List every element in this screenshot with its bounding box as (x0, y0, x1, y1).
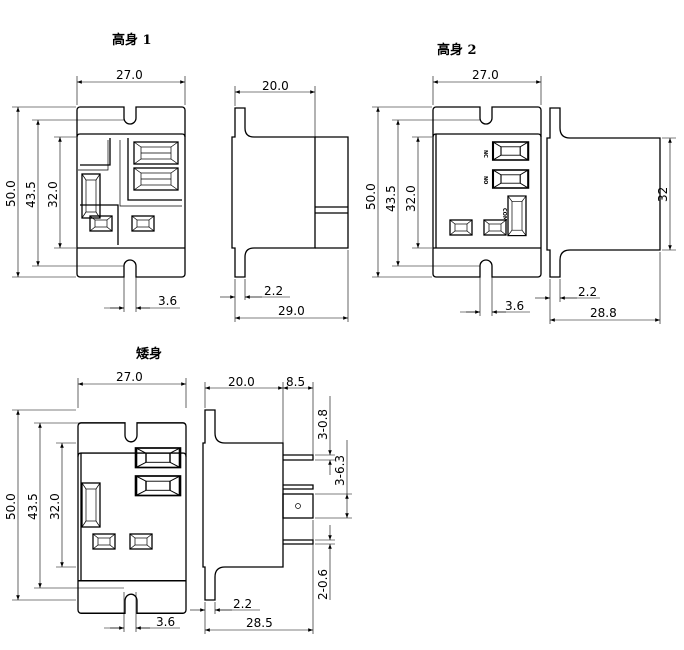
terminal-label-no: NO (482, 176, 488, 184)
short-terminals (81, 446, 182, 550)
svg-text:2.2: 2.2 (264, 284, 283, 298)
svg-text:43.5: 43.5 (24, 181, 38, 208)
tall1-front-view (76, 106, 186, 278)
svg-text:3.6: 3.6 (158, 294, 177, 308)
tall1-dimensions: 27.0 50.0 43.5 32.0 3.6 (4, 68, 186, 312)
svg-text:32.0: 32.0 (404, 185, 418, 212)
svg-text:32.0: 32.0 (46, 181, 60, 208)
svg-text:28.8: 28.8 (590, 306, 617, 320)
svg-text:43.5: 43.5 (26, 493, 40, 520)
svg-text:3.6: 3.6 (505, 299, 524, 313)
svg-text:50.0: 50.0 (4, 493, 18, 520)
svg-text:32: 32 (656, 187, 670, 202)
tall2-side-view: 32 2.2 28.8 (535, 107, 676, 324)
svg-text:2.2: 2.2 (233, 597, 252, 611)
short-side-view: 20.0 8.5 3-0.8 3-6.3 2-0.6 2.2 28.5 (190, 375, 352, 634)
short-front-view (77, 422, 187, 614)
svg-text:29.0: 29.0 (278, 304, 305, 318)
svg-text:27.0: 27.0 (116, 370, 143, 384)
title-tall2: 高身 2 (437, 42, 477, 58)
terminal-label-com: COM (501, 208, 507, 221)
svg-text:43.5: 43.5 (384, 185, 398, 212)
svg-text:50.0: 50.0 (364, 183, 378, 210)
svg-text:2.2: 2.2 (578, 285, 597, 299)
svg-text:3.6: 3.6 (156, 615, 175, 629)
tall2-dimensions: 27.0 50.0 43.5 32.0 3.6 (364, 68, 542, 316)
svg-text:28.5: 28.5 (246, 616, 273, 630)
short-dimensions: 27.0 50.0 43.5 32.0 3.6 (4, 370, 187, 632)
svg-text:50.0: 50.0 (4, 180, 18, 207)
svg-text:3-0.8: 3-0.8 (316, 409, 330, 440)
svg-text:20.0: 20.0 (228, 375, 255, 389)
svg-text:27.0: 27.0 (472, 68, 499, 82)
svg-text:2-0.6: 2-0.6 (316, 569, 330, 600)
svg-text:20.0: 20.0 (262, 79, 289, 93)
svg-text:27.0: 27.0 (116, 68, 143, 82)
svg-text:32.0: 32.0 (48, 493, 62, 520)
tall1-side-view: 20.0 2.2 29.0 (220, 79, 349, 322)
title-tall1: 高身 1 (112, 32, 152, 48)
tall2-front-view: NC NO COM (432, 106, 542, 278)
svg-text:8.5: 8.5 (286, 375, 305, 389)
svg-text:3-6.3: 3-6.3 (333, 455, 347, 486)
terminal-label-nc: NC (482, 150, 488, 158)
title-short: 矮身 (136, 346, 162, 362)
